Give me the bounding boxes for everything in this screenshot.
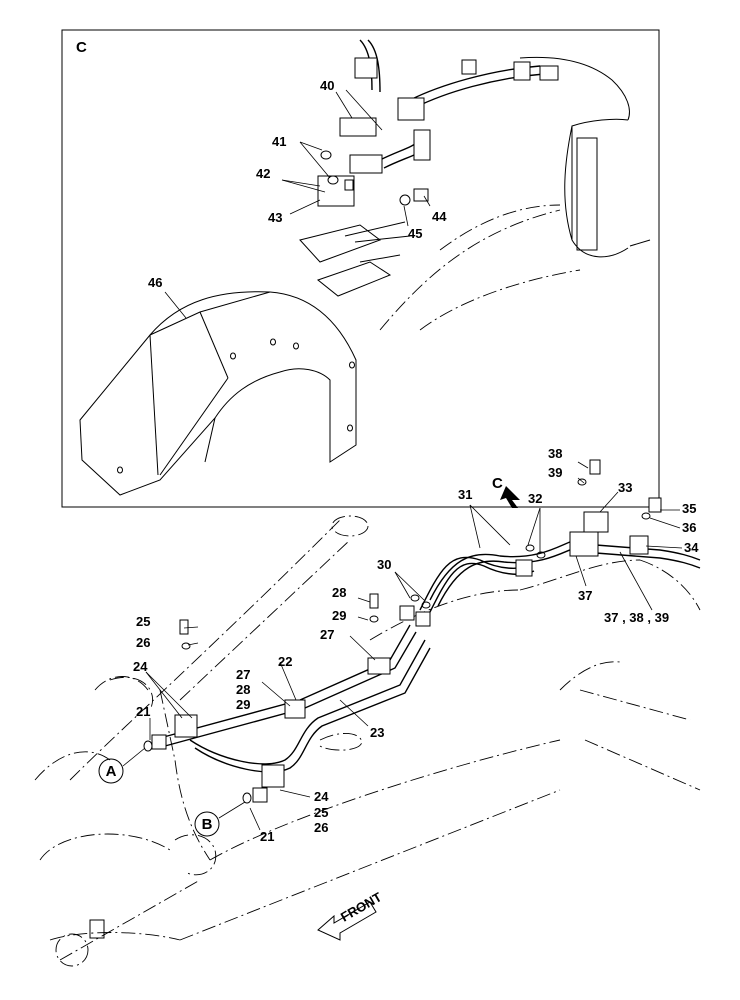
callout-29: 29 (332, 608, 346, 623)
marker-b: B (194, 801, 246, 837)
callout-46: 46 (148, 275, 162, 290)
callout-28: 28 (332, 585, 346, 600)
callout-45: 45 (408, 226, 422, 241)
pipe-lines (143, 459, 701, 804)
marker-b-label: B (202, 816, 213, 833)
callout-36: 36 (682, 520, 696, 535)
detail-c-hoses (339, 39, 559, 174)
callout-41: 41 (272, 134, 286, 149)
callout-32: 32 (528, 491, 542, 506)
boom-outline (34, 515, 701, 967)
callout-24b: 24 (314, 789, 329, 804)
callout-42: 42 (256, 166, 270, 181)
callout-39: 39 (548, 465, 562, 480)
callout-22: 22 (278, 654, 292, 669)
callout-24: 24 (133, 659, 148, 674)
callout-30: 30 (377, 557, 391, 572)
callout-43: 43 (268, 210, 282, 225)
front-label: FRONT (338, 889, 384, 924)
callouts: 40 41 42 43 44 45 46 38 39 31 32 33 35 3… (133, 78, 699, 844)
leader-lines (145, 89, 683, 831)
callout-35: 35 (682, 501, 696, 516)
detail-c-title: C (76, 39, 87, 56)
callout-27: 27 (320, 627, 334, 642)
detail-c-frame (61, 29, 660, 508)
marker-a-label: A (106, 763, 117, 780)
front-arrow: FRONT (317, 889, 384, 941)
callout-37: 37 (578, 588, 592, 603)
callout-38: 38 (548, 446, 562, 461)
callout-29b: 29 (236, 697, 250, 712)
callout-34: 34 (684, 540, 699, 555)
callout-21: 21 (136, 704, 150, 719)
detail-c-block-parts (299, 150, 429, 297)
detail-c-cover-46 (79, 291, 357, 496)
view-c-arrow: C (492, 475, 520, 508)
callout-44: 44 (432, 209, 447, 224)
callout-33: 33 (618, 480, 632, 495)
detail-c-arm-outline (379, 56, 651, 331)
callout-26b: 26 (314, 820, 328, 835)
callout-37-38-39: 37 , 38 , 39 (604, 610, 669, 625)
callout-25b: 25 (314, 805, 328, 820)
callout-21b: 21 (260, 829, 274, 844)
marker-a: A (98, 747, 146, 784)
callout-25: 25 (136, 614, 150, 629)
callout-28b: 28 (236, 682, 250, 697)
callout-31: 31 (458, 487, 472, 502)
callout-27b: 27 (236, 667, 250, 682)
callout-40: 40 (320, 78, 334, 93)
callout-26: 26 (136, 635, 150, 650)
view-c-label: C (492, 475, 503, 492)
callout-23: 23 (370, 725, 384, 740)
